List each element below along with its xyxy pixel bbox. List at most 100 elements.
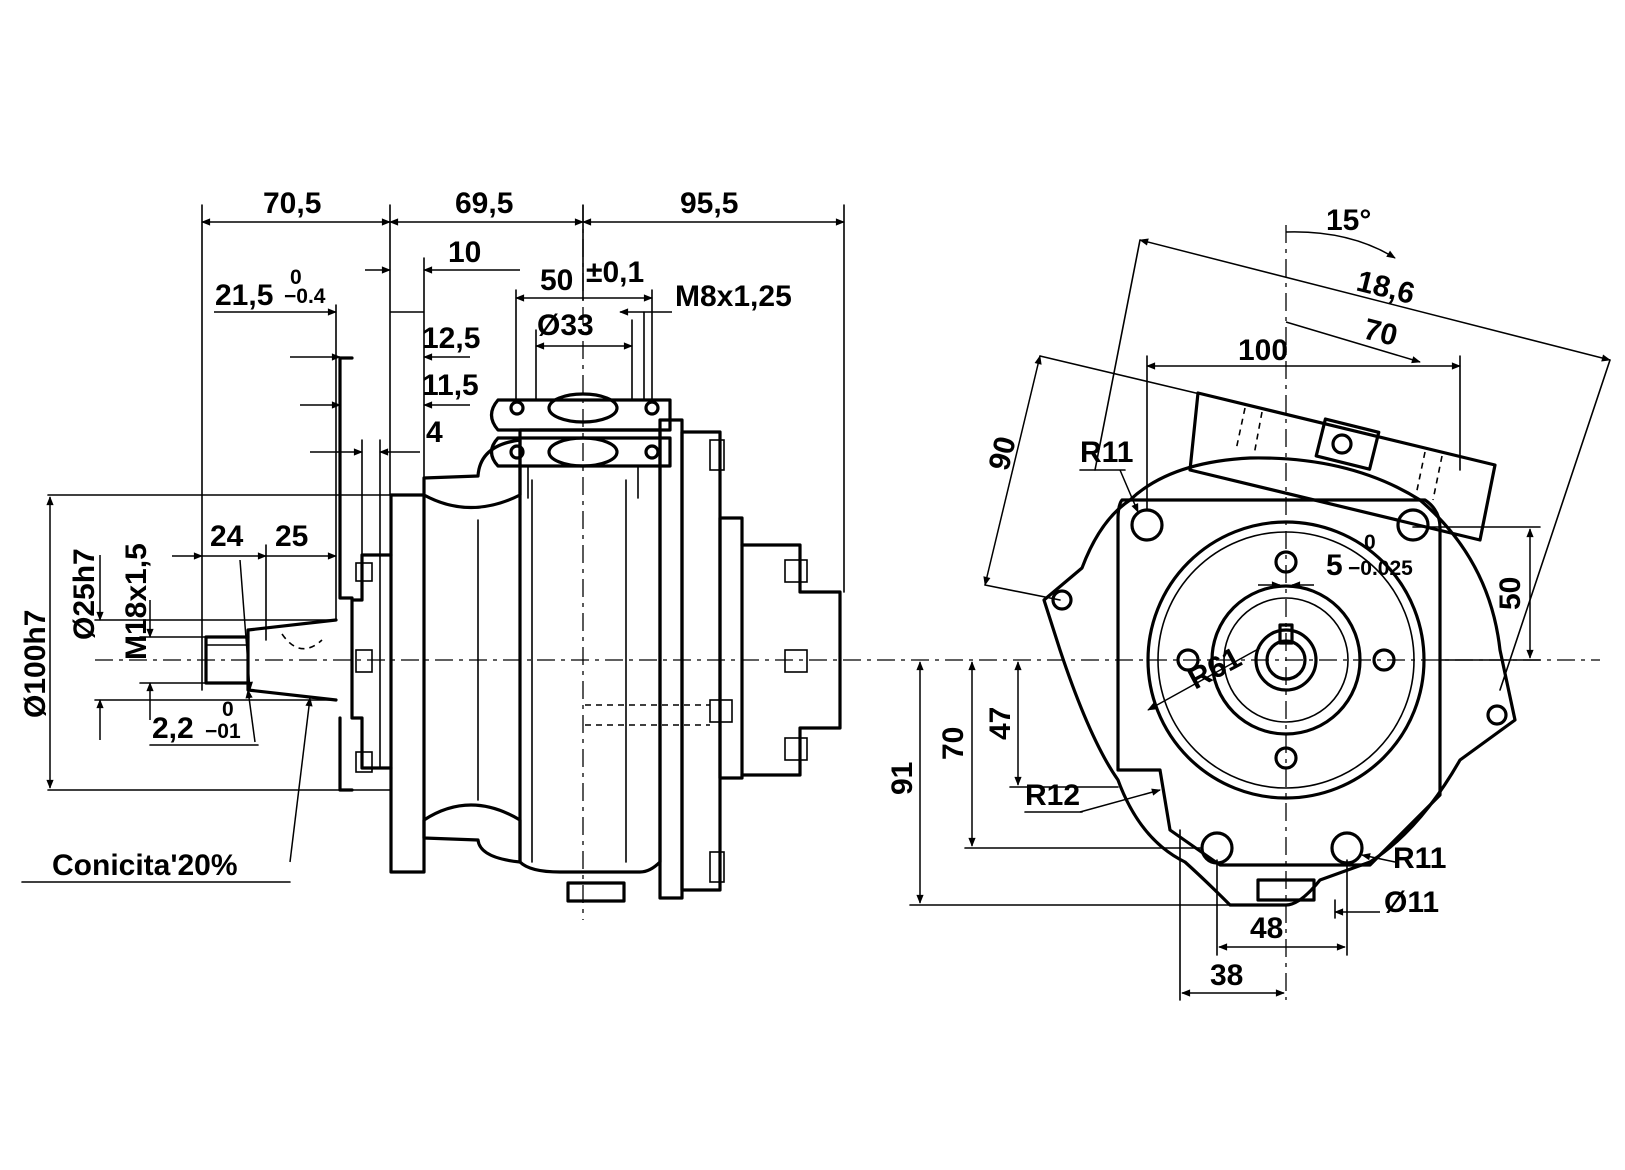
label-key-tol-lower: −0.025 xyxy=(1348,557,1413,580)
cap-bolt xyxy=(709,699,733,723)
rear-cap xyxy=(740,543,842,777)
leader-r12 xyxy=(1079,788,1161,813)
label-38: 38 xyxy=(1210,959,1243,992)
label-key-width: 5 xyxy=(1326,549,1343,582)
label-key-tol-upper: 0 xyxy=(1364,531,1376,554)
extension-line xyxy=(1094,239,1141,471)
label-25: 25 xyxy=(275,520,308,553)
port-flange-lower xyxy=(489,436,672,468)
label-2-2: 2,2 xyxy=(152,712,194,745)
left-ear-hole xyxy=(1051,589,1073,611)
label-shaft-diameter: Ø25h7 xyxy=(68,548,101,640)
rear-bolt xyxy=(709,439,725,471)
label-10: 10 xyxy=(448,236,481,269)
spigot-collar xyxy=(338,356,354,792)
dimension-labels: 70,5 69,5 95,5 10 21,5 0 −0.4 50 ±0,1 Ø3… xyxy=(19,187,1527,992)
label-flange-pitch: 50 xyxy=(540,264,573,297)
leader-r11-bottom xyxy=(1361,853,1396,863)
dim-line-70-top xyxy=(1285,321,1421,364)
body-waist xyxy=(422,438,522,509)
label-r11-bottom: R11 xyxy=(1393,842,1446,875)
front-flange-plate xyxy=(1116,498,1442,867)
label-95-5: 95,5 xyxy=(680,187,738,220)
bolt-hole-right xyxy=(1372,648,1396,672)
cap-bolt xyxy=(784,737,808,761)
pilot-outer-circle xyxy=(1146,520,1426,800)
leader-2-2 xyxy=(245,689,256,743)
mount-hole-bottom-right xyxy=(1330,831,1364,865)
mount-hole-top-right xyxy=(1396,508,1430,542)
label-50: 50 xyxy=(1494,577,1527,610)
front-housing-outline xyxy=(1042,456,1517,907)
label-4: 4 xyxy=(426,416,443,449)
label-21-5: 21,5 xyxy=(215,279,273,312)
label-90: 90 xyxy=(983,433,1023,473)
label-69-5: 69,5 xyxy=(455,187,513,220)
shaft-keyway xyxy=(1278,623,1294,645)
label-70-left: 70 xyxy=(937,727,970,760)
leader-r11-top xyxy=(1119,469,1139,513)
label-shaft-thread: M18x1,5 xyxy=(120,543,153,660)
front-port-boss xyxy=(1314,417,1381,471)
hub-inner-circle xyxy=(1223,597,1349,723)
label-taper-note: Conicita'20% xyxy=(52,849,238,882)
port-bolt-hole xyxy=(509,444,525,460)
keyway-hidden xyxy=(281,633,323,650)
rear-plate-1 xyxy=(658,418,684,900)
front-drain-plug xyxy=(1256,878,1316,902)
leader-taper xyxy=(289,697,313,863)
bolt-hole-top xyxy=(1274,550,1298,574)
cap-bolt xyxy=(784,649,808,673)
label-21-5-tol-lower: −0.4 xyxy=(284,285,326,308)
front-port-hidden xyxy=(1253,411,1263,456)
leader-r61 xyxy=(1147,647,1261,711)
cap-bolt xyxy=(784,559,808,583)
label-12-5: 12,5 xyxy=(422,322,480,355)
label-flange-pitch-tol: ±0,1 xyxy=(586,256,644,289)
label-47: 47 xyxy=(984,707,1017,740)
rear-bolt xyxy=(709,851,725,883)
mount-hole-top-left xyxy=(1130,508,1164,542)
label-21-5-tol-upper: 0 xyxy=(290,266,302,289)
front-port-hidden xyxy=(1432,455,1443,501)
label-24: 24 xyxy=(210,520,244,553)
front-port-hidden xyxy=(1235,407,1246,451)
front-port-hidden xyxy=(1415,451,1426,496)
hub-circle xyxy=(1210,584,1362,736)
shaft-thread-circle xyxy=(1265,639,1307,681)
extension-line xyxy=(984,584,1061,601)
bolt-hole-left xyxy=(1176,648,1200,672)
label-angle: 15° xyxy=(1326,204,1371,237)
flange-bolt-middle xyxy=(355,649,373,673)
label-pilot-diameter: Ø100h7 xyxy=(19,610,52,718)
label-2-2-tol-lower: −01 xyxy=(205,720,241,743)
port-bore-upper xyxy=(547,392,619,424)
label-100: 100 xyxy=(1238,334,1288,367)
extension-line xyxy=(1039,355,1201,395)
label-70-5: 70,5 xyxy=(263,187,321,220)
shaft-key xyxy=(269,620,329,629)
drain-plug xyxy=(566,881,626,903)
label-port-diameter: Ø33 xyxy=(537,309,594,342)
shaft-circle xyxy=(1254,628,1318,692)
label-70-top: 70 xyxy=(1360,313,1400,353)
port-bore-lower xyxy=(547,436,619,468)
front-port-block xyxy=(1188,391,1497,542)
body-waist-lower xyxy=(422,803,522,864)
label-2-2-tol-upper: 0 xyxy=(222,698,234,721)
label-11-5: 11,5 xyxy=(422,369,479,402)
side-view xyxy=(21,204,1600,920)
label-hole-diameter: Ø11 xyxy=(1384,886,1439,919)
label-18-6: 18,6 xyxy=(1353,265,1418,311)
front-port-bolt xyxy=(1331,433,1353,455)
flange-bolt-top xyxy=(355,562,373,582)
right-ear-hole xyxy=(1486,704,1508,726)
main-housing xyxy=(518,428,662,874)
port-bolt-hole xyxy=(509,400,525,416)
flange-bolt-bottom xyxy=(355,751,373,773)
mount-hole-bottom-left xyxy=(1200,831,1234,865)
label-r12: R12 xyxy=(1025,779,1080,812)
leader-24 xyxy=(239,559,253,691)
label-91: 91 xyxy=(886,762,919,795)
